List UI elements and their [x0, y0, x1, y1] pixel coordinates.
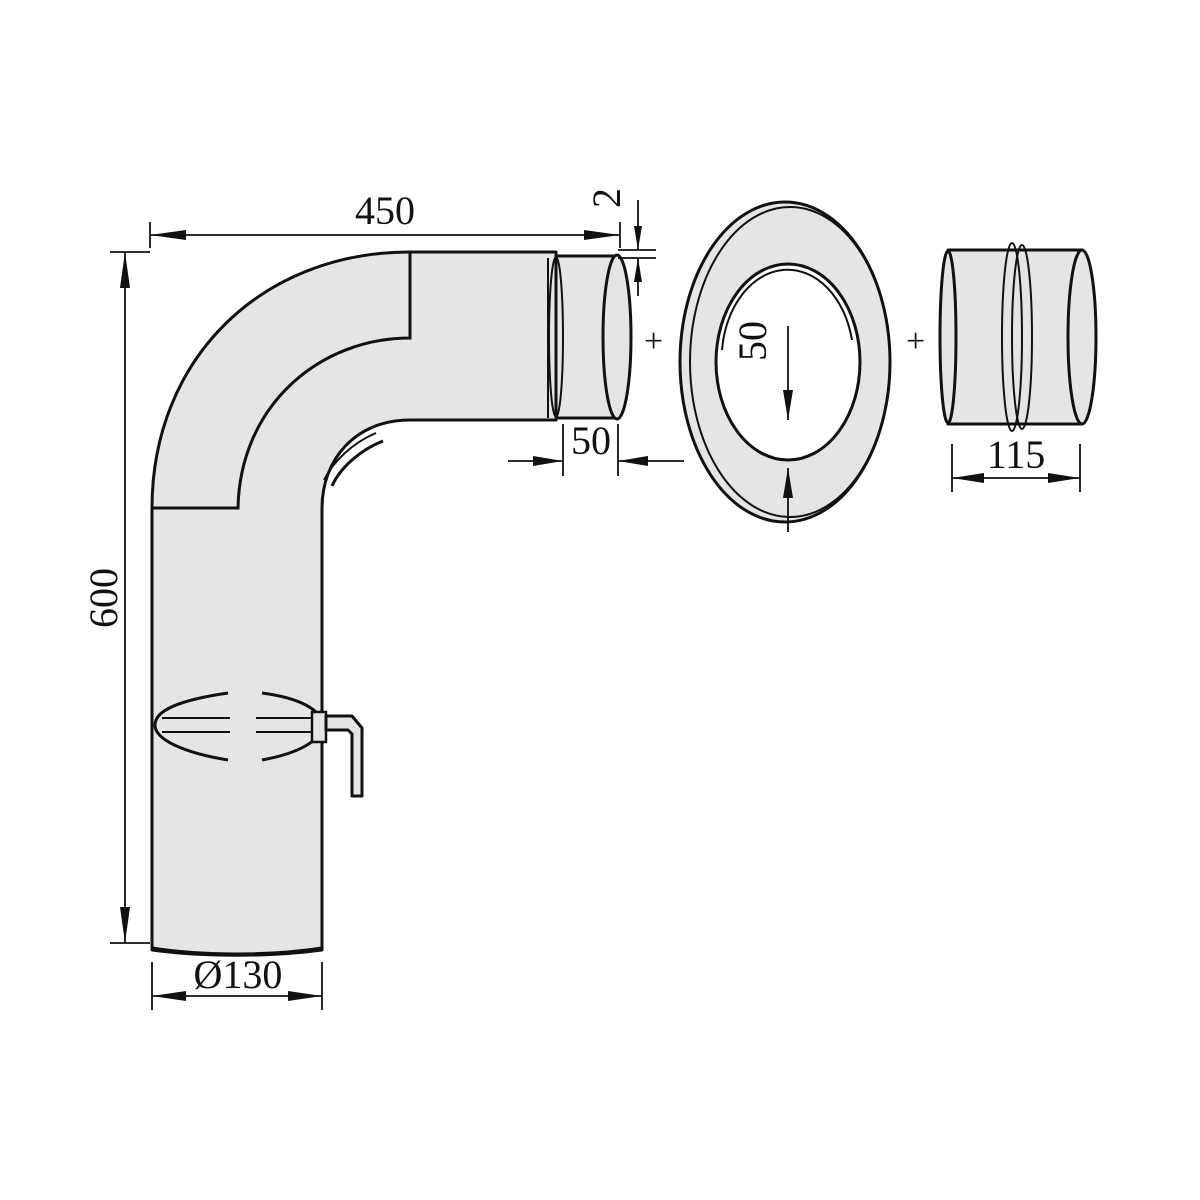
dim-600-arrow-bottom: [120, 907, 130, 943]
dim-label-600: 600: [81, 568, 126, 628]
dim-450-arrow-left: [150, 230, 186, 240]
plus-separator-2: +: [906, 323, 925, 360]
damper-handle: [324, 714, 364, 798]
dim-115-arrow-left: [952, 473, 984, 483]
damper-disc-left: [153, 691, 229, 762]
spigot-collar-back: [548, 256, 564, 418]
sleeve-bead-outer: [1001, 242, 1023, 432]
damper-valve: [153, 691, 364, 798]
sleeve-right-end: [1066, 248, 1098, 426]
dim-50-arrow-left: [533, 456, 563, 466]
bend-weld-mark: [330, 439, 384, 487]
pipe-bottom-rim: [151, 946, 323, 956]
elbow-seam-vertical: [152, 252, 412, 510]
elbow-pipe: [150, 250, 633, 957]
dim-label-115: 115: [987, 432, 1046, 477]
dim-dia-arrow-left: [152, 991, 186, 1001]
dim-label-2: 2: [584, 188, 629, 208]
rosette-inner-rim: [721, 268, 853, 351]
dim-label-450: 450: [355, 188, 415, 233]
dim-dia-arrow-right: [288, 991, 322, 1001]
dim-rosette-arrow-top: [783, 390, 793, 420]
dim-450-arrow-right: [584, 230, 620, 240]
dim-50-arrow-right: [618, 456, 648, 466]
dim-115-arrow-right: [1048, 473, 1080, 483]
dim-rosette-arrow-bottom: [783, 468, 793, 498]
spigot-opening: [601, 253, 633, 421]
sleeve-bead-inner: [1011, 244, 1033, 430]
dim-2-arrow-bottom: [634, 258, 642, 282]
elbow-body: [150, 250, 558, 957]
sleeve-left-end: [938, 249, 958, 425]
damper-bushing: [310, 710, 328, 744]
dimension-lines: [110, 200, 1081, 1010]
dim-600-arrow-top: [120, 252, 130, 288]
rosette-outer-rim: [689, 206, 891, 518]
connector-sleeve: [938, 242, 1098, 432]
dim-label-diameter: Ø130: [194, 952, 283, 997]
wall-rosette: [678, 200, 892, 524]
dim-label-rosette-50: 50: [730, 321, 775, 361]
dim-label-50-insert: 50: [571, 418, 611, 463]
dim-2-arrow-top: [634, 226, 642, 250]
plus-separator-1: +: [644, 323, 663, 360]
bend-weld-mark-inner: [323, 432, 377, 481]
